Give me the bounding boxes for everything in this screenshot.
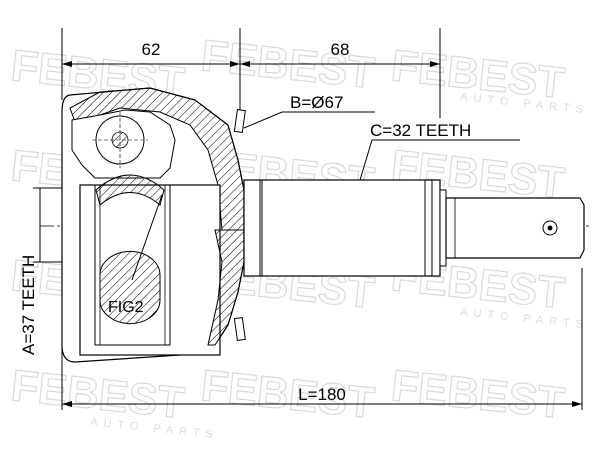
spec-label-c: C=32 TEETH — [370, 121, 471, 140]
dimension-arrows — [62, 61, 582, 407]
dimension-label-top-right: 68 — [331, 40, 350, 59]
watermark-text: FEBEST — [389, 361, 567, 428]
leader-lines — [131, 111, 520, 281]
dimension-label-top-left: 62 — [142, 40, 161, 59]
cv-joint-housing — [61, 87, 246, 363]
watermark-text: FEBEST — [199, 361, 377, 428]
abs-ring-bottom — [233, 316, 246, 342]
spec-label-b: B=Ø67 — [290, 93, 343, 112]
ball-lower — [99, 250, 161, 325]
threaded-end — [445, 197, 585, 259]
stub-shaft — [243, 179, 585, 277]
spec-label-a: A=37 TEETH — [19, 255, 38, 355]
abs-ring-top — [233, 108, 246, 134]
watermark-text: FEBEST — [199, 31, 377, 98]
dimension-label-length: L=180 — [298, 385, 346, 404]
fig-label: FIG2 — [108, 299, 144, 316]
